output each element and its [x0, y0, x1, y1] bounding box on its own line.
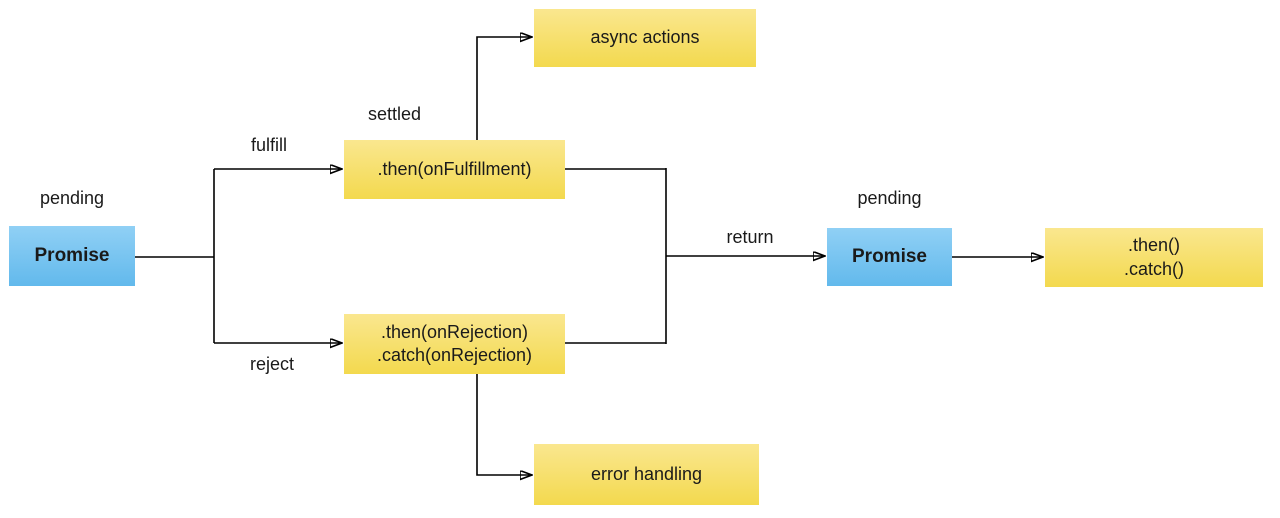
node-async-actions: async actions [534, 9, 756, 67]
edge-label-return: return [726, 227, 774, 247]
node-promise-start-label: Promise [34, 244, 110, 266]
node-then-onrejection-line2: .catch(onRejection) [376, 345, 533, 365]
node-then-catch: .then() .catch() [1045, 228, 1263, 287]
node-then-catch-line1: .then() [1127, 235, 1181, 256]
node-promise-start: Promise [9, 226, 135, 286]
node-then-onfulfillment-label: .then(onFulfillment) [377, 158, 532, 179]
arrow-to-async-actions [476, 37, 532, 140]
state-label-pending-start: pending [39, 188, 105, 208]
node-then-onrejection-line1: .then(onRejection) [380, 321, 529, 342]
edge-label-reject: reject [249, 354, 294, 374]
node-error-handling-label: error handling [590, 463, 703, 484]
node-promise-return-label: Promise [852, 245, 927, 267]
edge-label-fulfill: fulfill [250, 135, 287, 155]
node-async-actions-label: async actions [590, 27, 700, 48]
node-error-handling: error handling [534, 444, 759, 505]
state-label-pending-return: pending [857, 188, 922, 208]
node-promise-return: Promise [827, 228, 952, 286]
node-then-catch-line2: .catch() [1123, 258, 1184, 279]
node-then-onfulfillment: .then(onFulfillment) [344, 140, 565, 199]
arrow-to-error-handling [476, 374, 532, 475]
node-then-onrejection: .then(onRejection) .catch(onRejection) [344, 314, 565, 374]
state-label-settled: settled [368, 104, 422, 124]
